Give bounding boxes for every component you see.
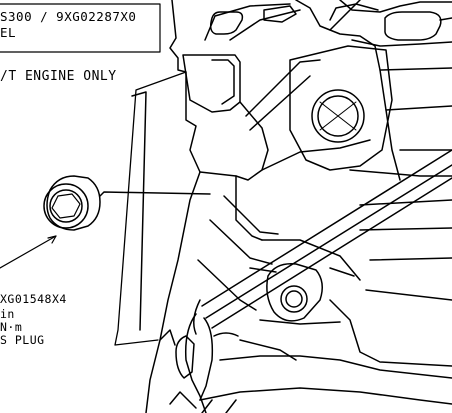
dipstick-tube (169, 149, 452, 413)
plug-description: S PLUG (0, 333, 45, 347)
engine-block-outline (114, 0, 452, 413)
plug-size-unit: in (0, 307, 15, 321)
plug-part-number: XG01548X4 (0, 292, 67, 306)
plug-seat (249, 263, 355, 322)
bore-boss (289, 3, 393, 171)
header-line-2: EL (0, 25, 16, 40)
plug-torque-unit: N·m (0, 320, 22, 334)
hex-socket-plug (43, 175, 211, 231)
engine-only-note: /T ENGINE ONLY (0, 69, 117, 84)
leader-line (0, 235, 57, 269)
header-line-1: S300 / 9XG02287X0 (0, 9, 136, 24)
title-block-frame (0, 3, 161, 53)
